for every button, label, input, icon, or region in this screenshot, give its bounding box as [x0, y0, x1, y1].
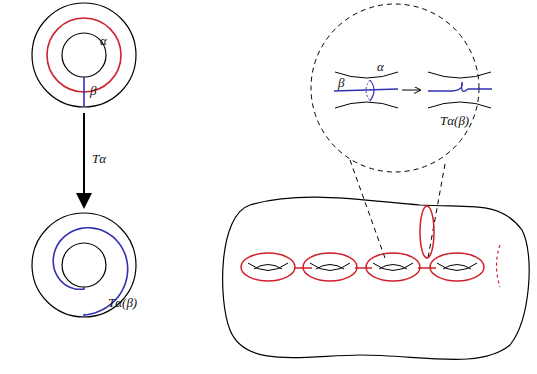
curve-label: α — [377, 60, 384, 73]
curve-label: α — [100, 34, 107, 47]
curve-label: Tα — [92, 152, 106, 165]
curve-label: Tα(β) — [440, 114, 469, 127]
annulus-top — [32, 3, 136, 107]
curve-label: β — [90, 84, 96, 97]
zoom-view — [311, 4, 492, 258]
map-arrow — [83, 113, 85, 205]
curve-label: Tα(β) — [108, 296, 137, 309]
genus-surface — [223, 197, 530, 359]
curve-label: β — [338, 76, 344, 89]
